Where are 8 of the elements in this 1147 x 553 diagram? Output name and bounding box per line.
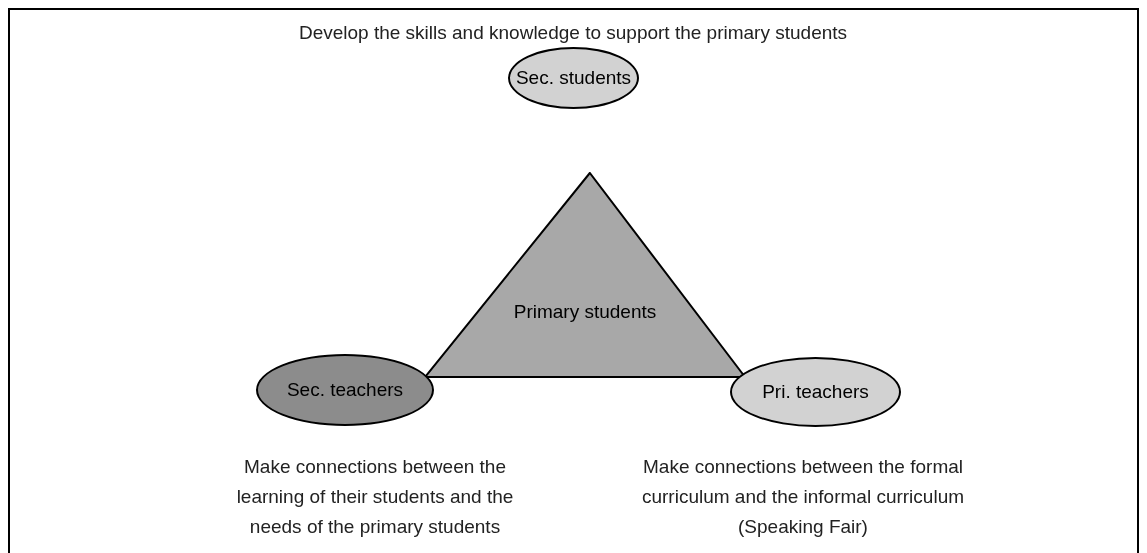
node-label: Pri. teachers [762,380,869,404]
caption-text: Make connections between the formal curriculum and the informal curriculum (Speaking Fair) [640,455,966,539]
caption-text: Make connections between the learning of their students and the needs of the primary students [235,455,515,539]
node-label: Primary students [513,299,657,324]
node-label: Sec. teachers [286,378,404,402]
triangle-node [424,172,746,378]
node-label: Sec. students [515,66,632,90]
caption-text: Develop the skills and knowledge to support the primary students [297,21,849,45]
